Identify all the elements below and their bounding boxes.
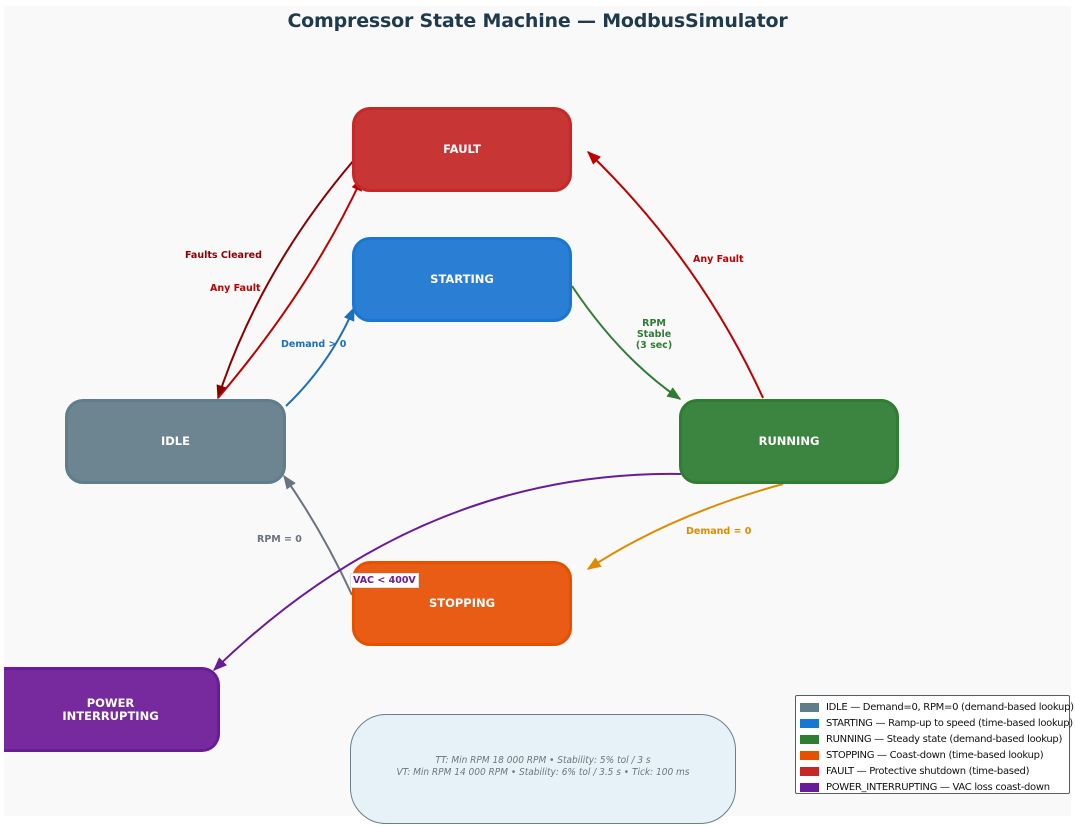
legend-item-running: RUNNING — Steady state (demand-based loo… — [800, 731, 1065, 747]
arrow-rpm-eq-0 — [283, 474, 353, 596]
state-running: RUNNING — [679, 399, 899, 484]
legend-swatch — [800, 734, 819, 744]
legend-item-stopping: STOPPING — Coast-down (time-based lookup… — [800, 747, 1065, 763]
legend-label: IDLE — Demand=0, RPM=0 (demand-based loo… — [826, 701, 1074, 713]
state-starting: STARTING — [352, 237, 572, 322]
legend-label: FAULT — Protective shutdown (time-based) — [826, 765, 1030, 777]
legend-swatch — [800, 750, 819, 760]
legend-item-fault: FAULT — Protective shutdown (time-based) — [800, 763, 1065, 779]
legend-label: POWER_INTERRUPTING — VAC loss coast-down — [826, 781, 1050, 793]
diagram-title: Compressor State Machine — ModbusSimulat… — [287, 10, 788, 32]
label-rpm-stable: RPM Stable (3 sec) — [635, 318, 673, 351]
arrow-vac-lt-400 — [212, 472, 682, 671]
state-power-interrupting: POWER INTERRUPTING — [4, 667, 220, 752]
arrow-any-fault-idle — [217, 176, 363, 399]
legend-label: STARTING — Ramp-up to speed (time-based … — [826, 717, 1073, 729]
label-rpm-eq-0: RPM = 0 — [257, 534, 302, 545]
legend-swatch — [800, 718, 819, 728]
label-faults-cleared: Faults Cleared — [185, 250, 262, 261]
label-vac-lt-400: VAC < 400V — [350, 573, 419, 588]
legend: IDLE — Demand=0, RPM=0 (demand-based loo… — [795, 695, 1074, 795]
state-idle: IDLE — [65, 399, 286, 484]
info-box: TT: Min RPM 18 000 RPM • Stability: 5% t… — [350, 714, 736, 824]
state-fault: FAULT — [352, 107, 572, 192]
legend-item-starting: STARTING — Ramp-up to speed (time-based … — [800, 715, 1073, 731]
arrow-demand-gt-0 — [285, 306, 355, 407]
legend-swatch — [800, 702, 819, 712]
legend-swatch — [800, 782, 819, 792]
legend-item-idle: IDLE — Demand=0, RPM=0 (demand-based loo… — [800, 699, 1074, 715]
legend-label: RUNNING — Steady state (demand-based loo… — [826, 733, 1063, 745]
info-line-tt: TT: Min RPM 18 000 RPM • Stability: 5% t… — [435, 755, 651, 766]
arrow-demand-eq-0 — [586, 483, 784, 570]
label-any-fault-idle: Any Fault — [210, 283, 261, 294]
arrow-faults-cleared — [216, 159, 355, 400]
label-any-fault-running: Any Fault — [693, 254, 744, 265]
arrow-any-fault-running — [586, 151, 764, 399]
legend-item-power-interrupting: POWER_INTERRUPTING — VAC loss coast-down — [800, 779, 1065, 795]
label-demand-gt-0: Demand > 0 — [281, 339, 347, 350]
info-line-vt: VT: Min RPM 14 000 RPM • Stability: 6% t… — [396, 767, 690, 778]
legend-swatch — [800, 766, 819, 776]
legend-label: STOPPING — Coast-down (time-based lookup… — [826, 749, 1044, 761]
label-demand-eq-0: Demand = 0 — [686, 526, 752, 537]
arrow-rpm-stable — [571, 285, 682, 400]
